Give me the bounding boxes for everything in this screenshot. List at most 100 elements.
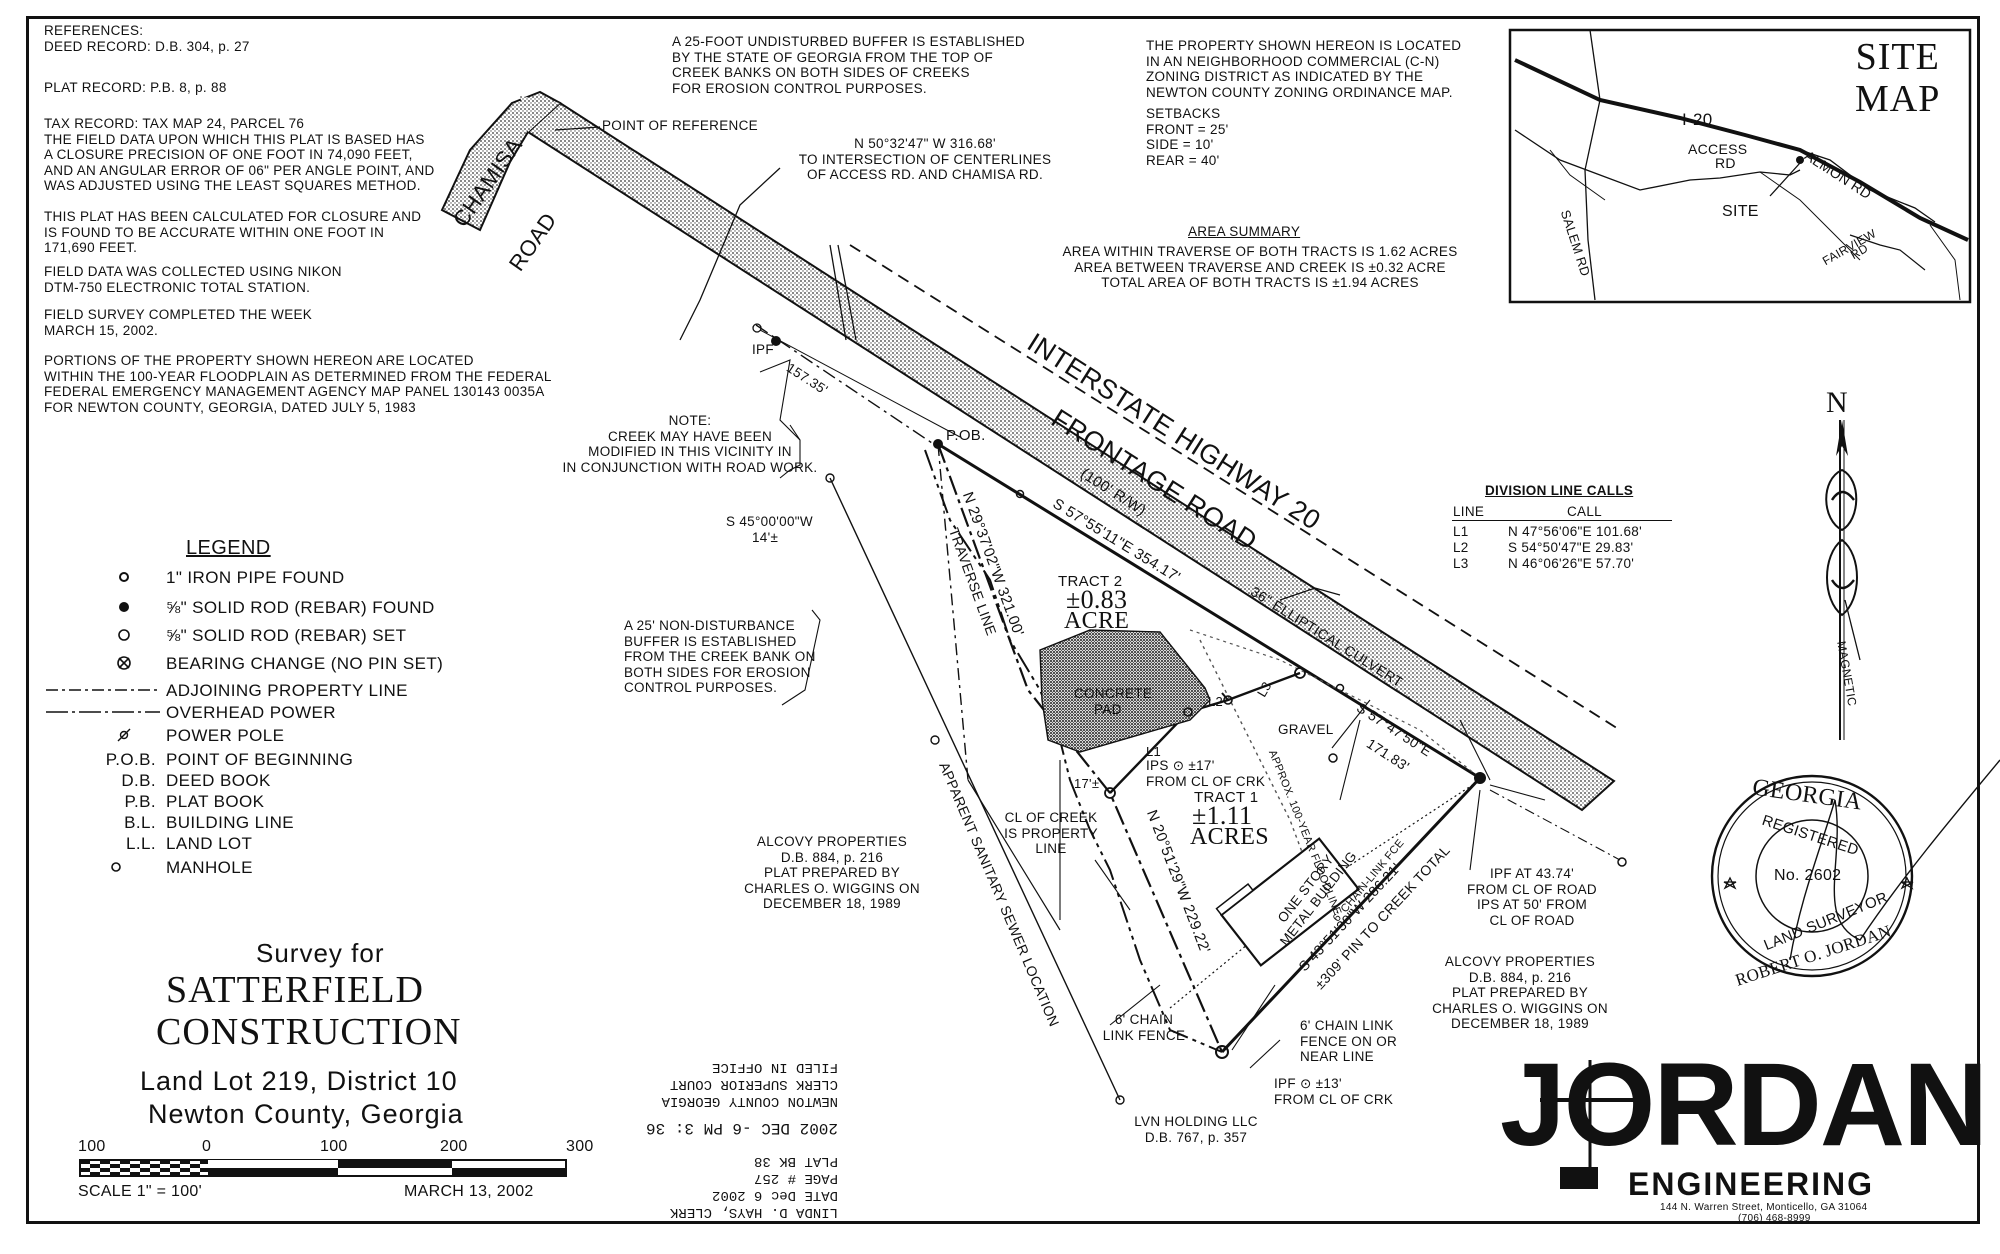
division-row-call: S 54°50'47"E 29.83'	[1508, 540, 1634, 555]
tract1-area: ±1.11	[1192, 801, 1253, 830]
scale-label: SCALE 1" = 100'	[78, 1183, 202, 1200]
boundary-north	[937, 442, 1481, 780]
legend-item: ADJOINING PROPERTY LINE	[166, 681, 408, 700]
legend-item: POWER POLE	[166, 726, 285, 745]
tract2-unit: ACRE	[1064, 608, 1130, 634]
legend-item: OVERHEAD POWER	[166, 703, 336, 722]
company-name: JORDAN	[1500, 1039, 1988, 1171]
pob-label: P.OB.	[946, 427, 986, 444]
legend-abbr: B.L.	[124, 813, 156, 832]
tract2-area: ±0.83	[1066, 585, 1128, 614]
north-label: N	[1826, 386, 1849, 419]
legend-item: ⅝" SOLID ROD (REBAR) SET	[166, 626, 407, 645]
client-name-1: SATTERFIELD	[166, 969, 424, 1011]
area-summary-title: AREA SUMMARY	[1188, 224, 1301, 239]
site-map-i20: I-20	[1682, 110, 1713, 129]
plat-date: MARCH 13, 2002	[404, 1183, 534, 1200]
boundary-east	[1220, 776, 1482, 1054]
division-row-call: N 47°56'06"E 101.68'	[1508, 524, 1642, 539]
legend-item: BEARING CHANGE (NO PIN SET)	[166, 654, 444, 673]
distance-17: 17'±	[1074, 776, 1100, 791]
company-logo-mark	[1540, 1060, 1640, 1189]
division-row-line: L1	[1453, 524, 1469, 539]
site-map-frame	[1508, 28, 1972, 304]
legend-abbr: D.B.	[121, 771, 156, 790]
creek-line	[924, 449, 1223, 1053]
tract1-label: TRACT 1	[1194, 789, 1259, 806]
division-row-line: L2	[1453, 540, 1469, 555]
legend-item: LAND LOT	[166, 834, 253, 853]
scale-bar	[79, 1159, 567, 1177]
tract1-unit: ACRES	[1190, 824, 1269, 850]
division-lines-rule	[1452, 520, 1672, 521]
scale-tick: 0	[202, 1138, 212, 1155]
plat-record-note: PLAT RECORD: P.B. 8, p. 88	[44, 80, 227, 95]
traverse-line	[936, 443, 1224, 1053]
scale-tick: 300	[566, 1138, 594, 1155]
pad-label-2: PAD	[1094, 702, 1122, 717]
floodplain-note: PORTIONS OF THE PROPERTY SHOWN HEREON AR…	[44, 353, 552, 415]
buffer-note: A 25-FOOT UNDISTURBED BUFFER IS ESTABLIS…	[672, 34, 1025, 96]
survey-for: Survey for	[256, 938, 385, 968]
scale-tick: 100	[320, 1138, 348, 1155]
client-name-2: CONSTRUCTION	[156, 1011, 462, 1053]
company-address: 144 N. Warren Street, Monticello, GA 310…	[1660, 1202, 1868, 1213]
division-l2-label: L2	[1208, 694, 1224, 709]
land-lot: Land Lot 219, District 10	[140, 1066, 458, 1096]
legend-item: MANHOLE	[166, 858, 253, 877]
area-summary: AREA WITHIN TRAVERSE OF BOTH TRACTS IS 1…	[1062, 244, 1458, 290]
intersection-note: N 50°32'47" W 316.68'TO INTERSECTION OF …	[798, 136, 1052, 182]
legend-abbr: P.O.B.	[105, 750, 156, 769]
division-lines-title: DIVISION LINE CALLS	[1485, 483, 1634, 498]
division-l1-label: L1	[1146, 744, 1162, 759]
legend-item: ⅝" SOLID ROD (REBAR) FOUND	[166, 598, 435, 617]
legend-title: LEGEND	[186, 537, 271, 559]
scale-tick: 200	[440, 1138, 468, 1155]
north-arrow	[1825, 420, 1861, 740]
ipf13-note: IPF ⊙ ±13'FROM CL OF CRK	[1274, 1076, 1394, 1107]
legend-item: POINT OF BEGINNING	[166, 750, 354, 769]
county: Newton County, Georgia	[148, 1099, 464, 1129]
site-map-site: SITE	[1722, 203, 1759, 220]
metal-building	[1219, 837, 1361, 967]
plat-border	[26, 16, 1980, 1224]
division-lines-header-call: CALL	[1567, 504, 1602, 519]
concrete-pad	[1039, 629, 1211, 753]
division-lines-header-line: LINE	[1453, 504, 1485, 519]
bearing-s45: S 45°00'00"W	[726, 514, 813, 529]
scale-tick: 100	[78, 1138, 106, 1155]
legend-abbr: L.L.	[126, 834, 156, 853]
site-map-access: ACCESS	[1688, 141, 1748, 157]
seal-number: No. 2602	[1774, 867, 1842, 884]
closure-note: THIS PLAT HAS BEEN CALCULATED FOR CLOSUR…	[44, 209, 422, 255]
company-phone: (706) 468-8999	[1738, 1213, 1811, 1224]
tract2-label: TRACT 2	[1058, 573, 1123, 590]
bearing-s45-dist: 14'±	[752, 530, 779, 545]
company-sub: ENGINEERING	[1628, 1166, 1875, 1202]
legend-item: PLAT BOOK	[166, 792, 265, 811]
division-lines	[1109, 671, 1301, 794]
point-of-reference-label: POINT OF REFERENCE	[602, 118, 758, 133]
recording-stamp: LINDA D. HAYS, CLERK DATE Dec 6 2002 PAG…	[646, 1059, 839, 1220]
surveyor-seal	[1710, 759, 2000, 978]
legend-item: BUILDING LINE	[166, 813, 295, 832]
gravel-label: GRAVEL	[1278, 722, 1334, 737]
ipf-label: IPF	[752, 342, 774, 357]
division-row-line: L3	[1453, 556, 1469, 571]
